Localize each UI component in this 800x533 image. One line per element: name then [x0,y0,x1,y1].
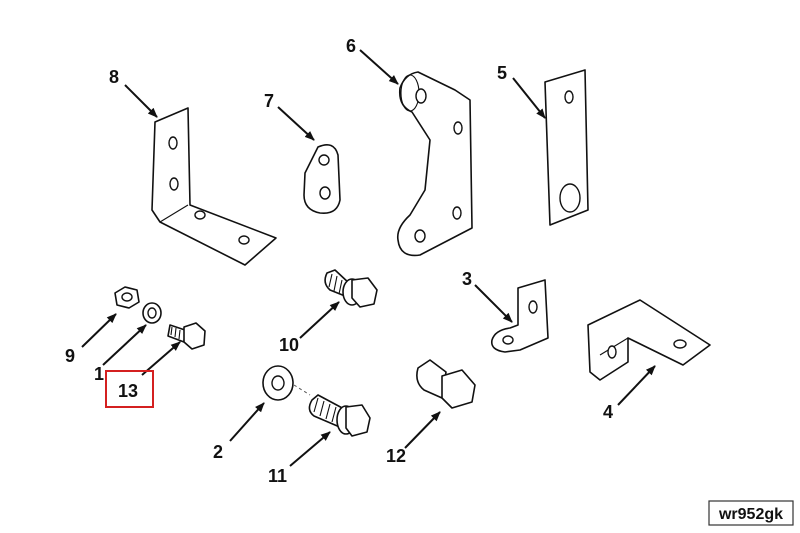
callout-5: 5 [497,63,507,83]
callout-1: 1 [94,364,104,384]
callout-13-highlight-box [105,370,154,408]
part-2-washer [262,365,294,401]
callout-12: 12 [386,446,406,466]
reference-code: wr952gk [718,506,783,523]
callout-11: 11 [268,466,287,486]
reference-code-box [708,500,794,526]
callout-7: 7 [264,91,274,111]
part-11-flange-bolt [308,394,371,437]
part-10-flange-bolt [324,269,378,308]
part-7-plate [303,144,341,215]
callout-10: 10 [279,335,299,355]
part-4-angle-bracket [587,299,711,381]
callout-9: 9 [65,346,75,366]
part-6-offset-bracket [396,71,473,257]
callout-2: 2 [213,442,223,462]
callout-3: 3 [462,269,472,289]
part-12-heavy-bolt [416,359,476,409]
part-1-washer [142,302,162,324]
part-13-small-bolt [167,322,206,350]
part-3-angle-bracket [490,279,549,353]
leaders [81,49,656,467]
callout-13: 13 [118,381,138,401]
part-5-strap [544,69,589,226]
callout-6: 6 [346,36,356,56]
part-8-l-bracket [151,107,277,266]
part-9-nut [114,286,140,309]
callout-4: 4 [603,402,613,422]
callout-8: 8 [109,67,119,87]
part-2-alignment-line [293,384,311,396]
